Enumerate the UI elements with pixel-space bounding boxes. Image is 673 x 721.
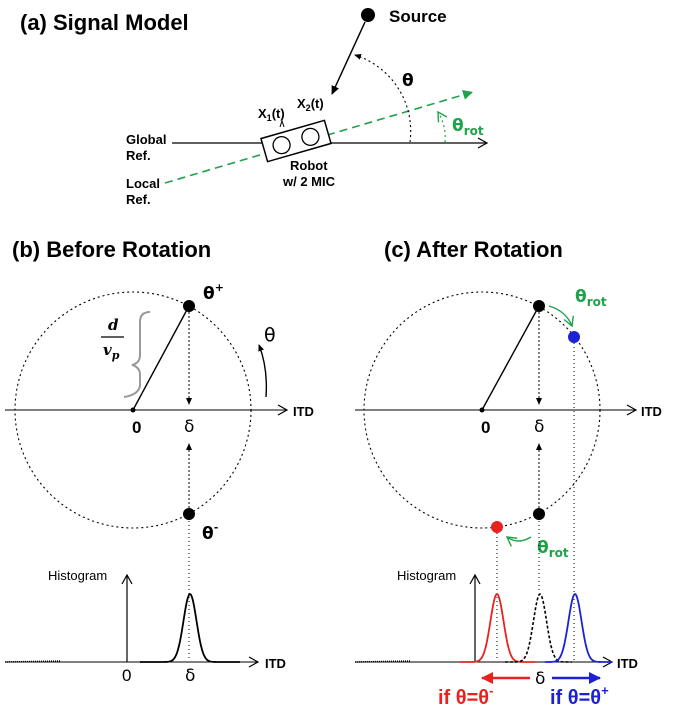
local-ref-label-2: Ref. [126, 192, 151, 207]
theta-plus-point [183, 300, 195, 312]
rotation-symbol: θ [264, 324, 276, 346]
source-point [361, 8, 375, 22]
delta-label: δ [184, 417, 194, 437]
panel-a-title: (a) Signal Model [20, 10, 189, 35]
length-brace [123, 311, 151, 398]
panel-c-title: (c) After Rotation [384, 237, 563, 262]
theta-rot-top-label: θrot [575, 287, 607, 309]
histogram-peak-red [460, 592, 535, 663]
hist-itd-label: ITD [265, 656, 286, 671]
hist-itd-label-c: ITD [617, 656, 638, 671]
panel-b-before-rotation: (b) Before Rotation ITD 0 θ+ θ- δ d vp θ… [4, 237, 314, 686]
theta-minus-point [183, 508, 195, 520]
x1-pointer [279, 119, 285, 128]
mic-2-icon [301, 127, 320, 147]
theta-minus-label: θ- [202, 521, 218, 544]
x1-label: X1(t) [258, 106, 285, 123]
rotation-arrow-bottom [505, 536, 532, 547]
itd-axis-label: ITD [293, 404, 314, 419]
source-direction-arrow [331, 21, 366, 95]
theta-rot-arc [437, 110, 448, 143]
origin-label-c: 0 [481, 418, 490, 437]
hist-origin-label: 0 [122, 666, 131, 685]
theta-arc [354, 53, 412, 143]
global-ref-label-1: Global [126, 132, 166, 147]
if-theta-minus-label: if θ=θ- [438, 683, 493, 709]
theta-label: θ [402, 71, 414, 91]
robot-label-2: w/ 2 MIC [282, 174, 336, 189]
radius-line [132, 305, 190, 411]
global-ref-label-2: Ref. [126, 148, 151, 163]
panel-a-signal-model: (a) Signal Model Source θ θrot X1(t) X2(… [20, 7, 489, 207]
histogram-label: Histogram [48, 568, 107, 583]
if-theta-plus-label: if θ=θ+ [550, 683, 609, 709]
delta-label-c: δ [534, 417, 544, 437]
theta-plus-point-c [533, 300, 545, 312]
histogram-peak-original [505, 592, 572, 663]
theta-minus-point-c [533, 508, 545, 520]
robot-body [260, 119, 332, 163]
origin-label: 0 [132, 418, 141, 437]
fraction-denominator: vp [103, 341, 120, 362]
hist-delta-label-c: δ [535, 669, 545, 689]
theta-rot-bottom-label: θrot [537, 538, 569, 560]
robot-label-1: Robot [290, 158, 328, 173]
theta-rot-label: θrot [452, 116, 484, 138]
rotated-minus-point [491, 521, 503, 533]
origin-dot [130, 407, 136, 413]
x2-label: X2(t) [297, 96, 324, 113]
rotated-plus-point [568, 331, 580, 343]
mic-1-icon [272, 135, 291, 155]
panel-c-after-rotation: (c) After Rotation ITD 0 δ θrot θrot His… [354, 237, 662, 709]
itd-axis-label-c: ITD [641, 404, 662, 419]
rotation-arrow-top [548, 305, 574, 328]
rotation-arrow [258, 344, 268, 398]
panel-b-title: (b) Before Rotation [12, 237, 211, 262]
histogram-peak-blue [545, 592, 612, 663]
local-ref-label-1: Local [126, 176, 160, 191]
fraction-numerator: d [108, 316, 119, 334]
histogram-peak [140, 592, 240, 663]
hist-delta-label: δ [185, 666, 195, 686]
radius-line-c [481, 305, 540, 411]
theta-plus-label: θ+ [203, 281, 224, 304]
source-label: Source [389, 7, 447, 26]
histogram-label-c: Histogram [397, 568, 456, 583]
origin-dot-c [479, 407, 485, 413]
